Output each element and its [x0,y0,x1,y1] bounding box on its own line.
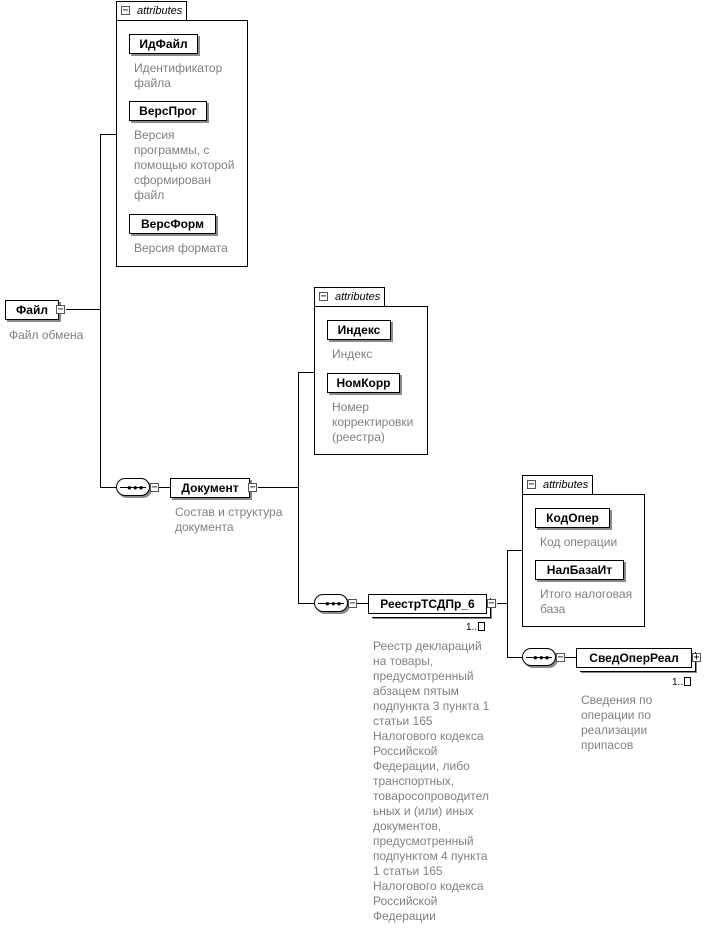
attribute-label: ВерсФорм [141,217,204,231]
attribute-label: КодОпер [546,511,599,525]
collapse-toggle-icon[interactable]: − [248,483,257,492]
cardinality-text: 1.. [466,622,478,633]
attribute-description: Версия программы, с помощью которой сфор… [134,128,235,202]
attributes-tab-label: attributes [137,5,183,17]
cardinality-label: 1.. [672,677,692,688]
attributes-tab-reestr[interactable]: − attributes [522,475,593,495]
expand-toggle-icon[interactable]: + [692,653,701,662]
attribute-label: НомКорр [336,376,391,390]
attribute-description: Индекс [332,347,373,361]
element-description: Реестр деклараций на товары, предусмотре… [373,639,490,923]
attribute-label: Индекс [337,323,381,337]
attribute-idfail[interactable]: ИдФайл [129,34,198,54]
attribute-kodoper[interactable]: КодОпер [535,508,610,528]
element-description: Состав и структура документа [175,505,283,534]
element-sved-oper-real[interactable]: СведОперРеал [576,648,692,668]
attribute-description: Версия формата [134,241,228,255]
attribute-label: НалБазаИт [546,563,613,577]
root-element-label: Файл [16,303,48,317]
sequence-compositor-icon: ●●● [522,648,556,666]
infinity-glyph-icon [684,677,692,686]
attribute-description: Идентификатор файла [134,61,223,90]
attributes-tab-label: attributes [335,291,381,303]
collapse-toggle-icon[interactable]: − [527,480,536,489]
element-label: Документ [181,481,239,495]
cardinality-label: 1.. [466,622,486,633]
attributes-tab-root[interactable]: − attributes [116,1,187,21]
element-reestr-tsdpr-6[interactable]: РеестрТСДПр_6 [368,594,487,614]
root-element-fail[interactable]: Файл [5,300,59,320]
element-description: Сведения по операции по реализации припа… [581,693,653,752]
collapse-toggle-icon[interactable]: − [56,305,65,314]
infinity-glyph-icon [478,622,486,631]
attributes-tab-dokument[interactable]: − attributes [314,287,385,307]
collapse-toggle-icon[interactable]: − [319,292,328,301]
attribute-nalbazait[interactable]: НалБазаИт [535,560,624,580]
collapse-toggle-icon[interactable]: − [348,599,357,608]
attribute-description: Номер корректировки (реестра) [332,400,414,444]
attribute-indeks[interactable]: Индекс [327,320,391,340]
collapse-toggle-icon[interactable]: − [121,6,130,15]
collapse-toggle-icon[interactable]: − [150,483,159,492]
sequence-compositor-icon: ●●● [314,594,348,612]
collapse-toggle-icon[interactable]: − [556,653,565,662]
attribute-description: Итого налоговая база [540,587,633,616]
sequence-compositor-icon: ●●● [116,478,150,496]
element-dokument[interactable]: Документ [170,478,250,498]
attribute-versform[interactable]: ВерсФорм [129,214,216,234]
attribute-nomkorr[interactable]: НомКорр [327,373,400,393]
attribute-label: ВерсПрог [139,104,197,118]
root-element-description: Файл обмена [9,328,84,342]
cardinality-text: 1.. [672,677,684,688]
attribute-description: Код операции [540,535,618,549]
attribute-label: ИдФайл [139,37,188,51]
collapse-toggle-icon[interactable]: − [487,599,496,608]
attribute-versprog[interactable]: ВерсПрог [129,101,207,121]
attributes-tab-label: attributes [543,479,589,491]
element-label: РеестрТСДПр_6 [380,597,475,611]
element-label: СведОперРеал [589,651,679,665]
